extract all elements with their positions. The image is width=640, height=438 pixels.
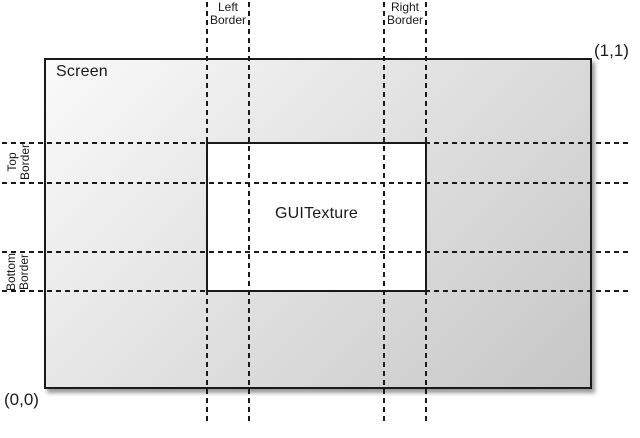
guitexture-bottom-edge-guide-line [2,290,630,292]
left-border-label-line1: Left [217,0,238,14]
guitexture-left-edge-guide-line [206,2,208,424]
bottom-border-label: Bottom Border [4,242,35,302]
bottom-border-guide-line [2,251,630,253]
screen-label: Screen [56,63,108,80]
top-border-guide-line [2,182,630,184]
guitexture-right-edge-guide-line [425,2,427,424]
right-border-label-line2: Border [386,13,424,27]
left-border-label: Left Border [192,1,264,27]
right-border-label-line1: Right [390,0,419,14]
left-border-guide-line [248,2,250,424]
guitexture-top-edge-guide-line [2,142,630,144]
top-border-label-line2: Border [18,143,32,181]
guitexture-label: GUITexture [275,205,358,222]
top-border-label: Top Border [5,132,36,192]
guitexture-rect: GUITexture [206,142,427,292]
coordinate-label-bottom-left: (0,0) [4,390,39,409]
left-border-label-line2: Border [209,13,247,27]
right-border-label: Right Border [369,1,441,27]
coordinate-label-top-right: (1,1) [594,41,629,60]
right-border-guide-line [383,2,385,424]
bottom-border-label-line2: Border [17,253,31,291]
